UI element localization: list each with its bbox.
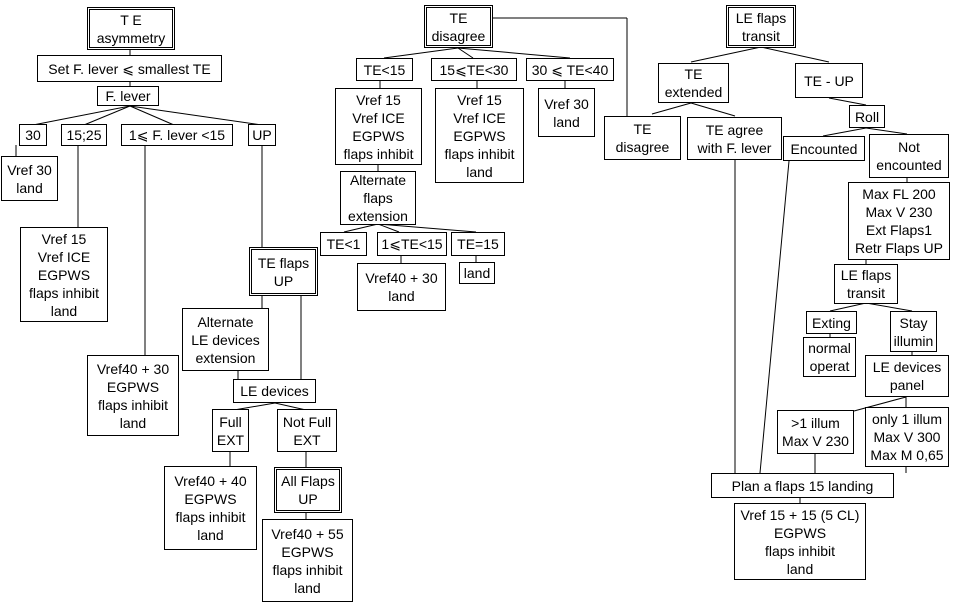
vref15-ice-land-box: Vref 15 Vref ICE EGPWS flaps inhibit lan… [20,227,108,322]
not-encountered-box: Not encounted [869,134,949,178]
vref40-40-box: Vref40 + 40 EGPWS flaps inhibit land [164,466,257,550]
vref40-55-box: Vref40 + 55 EGPWS flaps inhibit land [262,519,353,602]
le-devices-box: LE devices [233,379,316,403]
te-flaps-up-box: TE flaps UP [249,247,318,296]
te-up-box: TE - UP [795,63,863,98]
vref40-30-land-box: Vref40 + 30 land [357,263,446,311]
set-f-lever-box: Set F. lever ⩽ smallest TE [37,55,222,82]
vref15-ice-land-middle-box: Vref 15 Vref ICE EGPWS flaps inhibit lan… [435,88,524,183]
plan-flaps-15-box: Plan a flaps 15 landing [711,473,894,498]
te-15-30-box: 15⩽TE<30 [431,58,517,81]
te-asymmetry-box: T E asymmetry [87,7,175,50]
le-flaps-transit-box: LE flaps transit [726,5,796,48]
vref30-land-box: Vref 30 land [1,156,58,201]
vref40-30-egpws-box: Vref40 + 30 EGPWS flaps inhibit land [87,355,179,436]
more-than-1-illum-box: >1 illum Max V 230 [777,410,854,454]
not-full-ext-box: Not Full EXT [277,409,337,452]
alternate-le-devices-box: Alternate LE devices extension [182,308,269,371]
te-1-15-box: 1⩽TE<15 [377,232,447,256]
full-ext-box: Full EXT [212,409,249,452]
lever-15-25-box: 15;25 [61,124,107,146]
land-box: land [459,262,495,284]
only-1-illum-box: only 1 illum Max V 300 Max M 0,65 [865,407,949,467]
max-fl-200-box: Max FL 200 Max V 230 Ext Flaps1 Retr Fla… [848,182,950,260]
vref15-ice-flaps-box: Vref 15 Vref ICE EGPWS flaps inhibit [335,88,422,165]
le-devices-panel-box: LE devices panel [865,355,949,397]
te-lt-15-box: TE<15 [356,58,413,81]
normal-operat-box: normal operat [803,337,856,377]
roll-box: Roll [849,105,885,128]
vref15-5cl-box: Vref 15 + 15 (5 CL) EGPWS flaps inhibit … [734,503,866,580]
vref30-land-middle-box: Vref 30 land [538,88,595,137]
all-flaps-up-box: All Flaps UP [274,467,342,513]
te-agree-box: TE agree with F. lever [687,117,782,160]
te-eq-15-box: TE=15 [451,232,505,256]
te-30-40-box: 30 ⩽ TE<40 [526,58,614,81]
te-disagree-right-box: TE disagree [604,116,681,160]
lever-1-to-15-box: 1⩽ F. lever <15 [121,124,233,146]
te-disagree-box: TE disagree [424,5,493,48]
lever-30-box: 30 [19,124,47,146]
te-extended-box: TE extended [658,63,729,103]
te-lt-1-box: TE<1 [320,232,367,256]
lever-up-box: UP [248,124,276,146]
stay-illumin-box: Stay illumin [890,311,937,352]
exting-box: Exting [806,311,857,334]
encounted-box: Encounted [783,136,865,161]
le-flaps-transit-2-box: LE flaps transit [834,264,898,304]
alternate-flaps-box: Alternate flaps extension [340,171,416,225]
f-lever-box: F. lever [97,86,159,106]
